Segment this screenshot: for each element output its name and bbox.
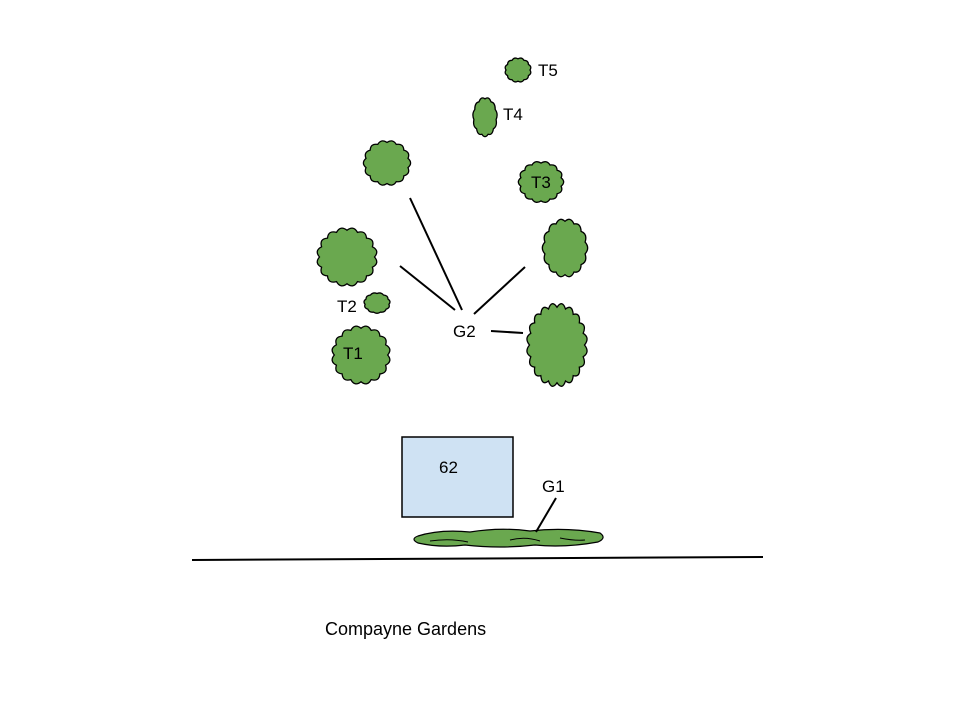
building-62 [401, 436, 514, 518]
g2-leader-line [399, 265, 456, 311]
tree-t3-icon [517, 161, 565, 203]
group-label-g1: G1 [542, 477, 565, 496]
tree-canopies [316, 57, 589, 387]
group-label-g2: G2 [453, 322, 476, 341]
g2-leader-line [473, 266, 526, 315]
hedge-g1-detail [429, 537, 586, 543]
tree-t4-icon [472, 97, 498, 138]
tree-unlabelled-mid-right-icon [541, 218, 589, 278]
tree-t1-icon [331, 325, 391, 385]
tree-t2-icon [363, 292, 391, 314]
tree-label-t5: T5 [538, 61, 558, 80]
tree-unlabelled-upper-left-icon [362, 140, 412, 186]
g2-leader-line [409, 197, 463, 311]
g2-leader-line [490, 330, 524, 334]
tree-label-t4: T4 [503, 105, 523, 124]
tree-label-t3: T3 [531, 173, 551, 192]
building-label: 62 [439, 458, 458, 477]
street-name-label: Compayne Gardens [325, 619, 487, 639]
g1-leader-line [535, 497, 557, 533]
street-boundary-line [191, 556, 764, 561]
tree-label-t1: T1 [343, 344, 363, 363]
g2-leader-lines [399, 197, 526, 334]
tree-t5-icon [504, 57, 532, 83]
tree-unlabelled-large-right-icon [526, 303, 588, 387]
hedge-g1-icon [413, 528, 604, 548]
tree-label-t2: T2 [337, 297, 357, 316]
tree-unlabelled-mid-left-icon [316, 227, 378, 287]
